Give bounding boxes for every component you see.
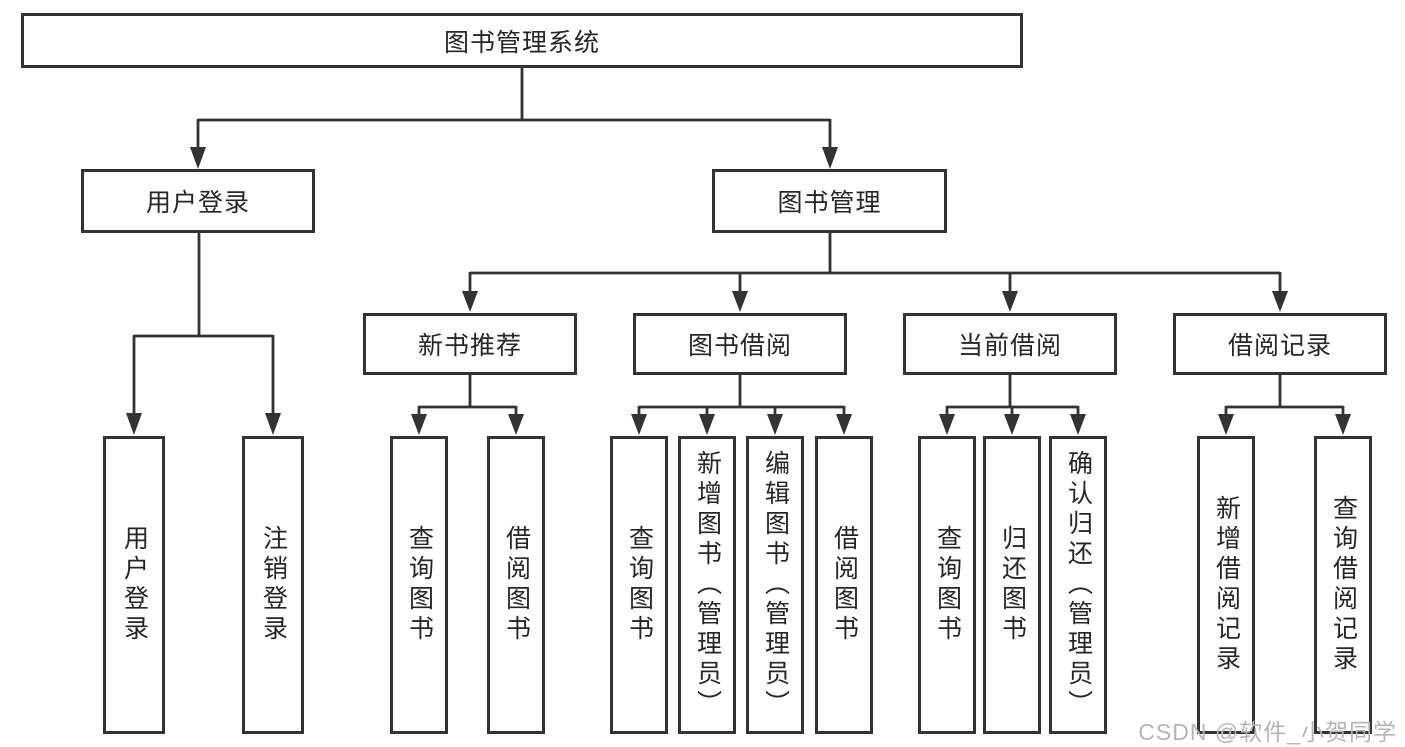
- leaf-borrow-edit-books-admin: 编辑图书（管理员）: [746, 436, 804, 734]
- node-label: 查询图书: [405, 525, 434, 645]
- node-label: 借阅图书: [502, 525, 531, 645]
- node-user-login: 用户登录: [81, 169, 315, 233]
- node-label: 借阅记录: [1227, 332, 1332, 360]
- node-label: 新书推荐: [417, 332, 522, 360]
- leaf-borrow-borrow-books: 借阅图书: [815, 436, 873, 734]
- leaf-newbook-borrow-books: 借阅图书: [487, 436, 545, 734]
- node-label: 查询图书: [625, 525, 654, 645]
- node-label: 新增图书（管理员）: [693, 450, 722, 720]
- leaf-records-query-record: 查询借阅记录: [1314, 436, 1372, 734]
- node-label: 编辑图书（管理员）: [761, 450, 790, 720]
- node-label: 确认归还（管理员）: [1064, 450, 1093, 720]
- node-label: 归还图书: [998, 525, 1027, 645]
- node-label: 注销登录: [259, 525, 288, 645]
- node-new-book-recommend: 新书推荐: [363, 313, 577, 375]
- leaf-logout: 注销登录: [242, 436, 304, 734]
- leaf-newbook-query-books: 查询图书: [390, 436, 448, 734]
- leaf-current-query-books: 查询图书: [918, 436, 976, 734]
- arrowheads: [126, 147, 1351, 435]
- node-label: 当前借阅: [957, 332, 1062, 360]
- leaf-borrow-add-books-admin: 新增图书（管理员）: [678, 436, 736, 734]
- node-current-borrow: 当前借阅: [903, 313, 1117, 375]
- node-label: 图书管理系统: [443, 28, 600, 57]
- node-label: 用户登录: [145, 189, 250, 217]
- leaf-borrow-query-books: 查询图书: [610, 436, 668, 734]
- node-label: 查询图书: [933, 525, 962, 645]
- node-label: 图书管理: [777, 189, 882, 217]
- node-label: 借阅图书: [830, 525, 859, 645]
- node-label: 查询借阅记录: [1329, 495, 1358, 675]
- node-label: 用户登录: [120, 525, 149, 645]
- csdn-watermark: CSDN @软件_小贺同学: [1138, 719, 1397, 745]
- leaf-current-confirm-return-admin: 确认归还（管理员）: [1049, 436, 1107, 734]
- node-label: 图书借阅: [687, 332, 792, 360]
- node-label: 新增借阅记录: [1212, 495, 1241, 675]
- node-book-management: 图书管理: [712, 169, 947, 233]
- leaf-user-login: 用户登录: [103, 436, 165, 734]
- leaf-records-add-record: 新增借阅记录: [1197, 436, 1255, 734]
- node-borrow-records: 借阅记录: [1173, 313, 1387, 375]
- leaf-current-return-books: 归还图书: [983, 436, 1041, 734]
- node-library-management-system: 图书管理系统: [21, 13, 1023, 68]
- node-book-borrow: 图书借阅: [633, 313, 847, 375]
